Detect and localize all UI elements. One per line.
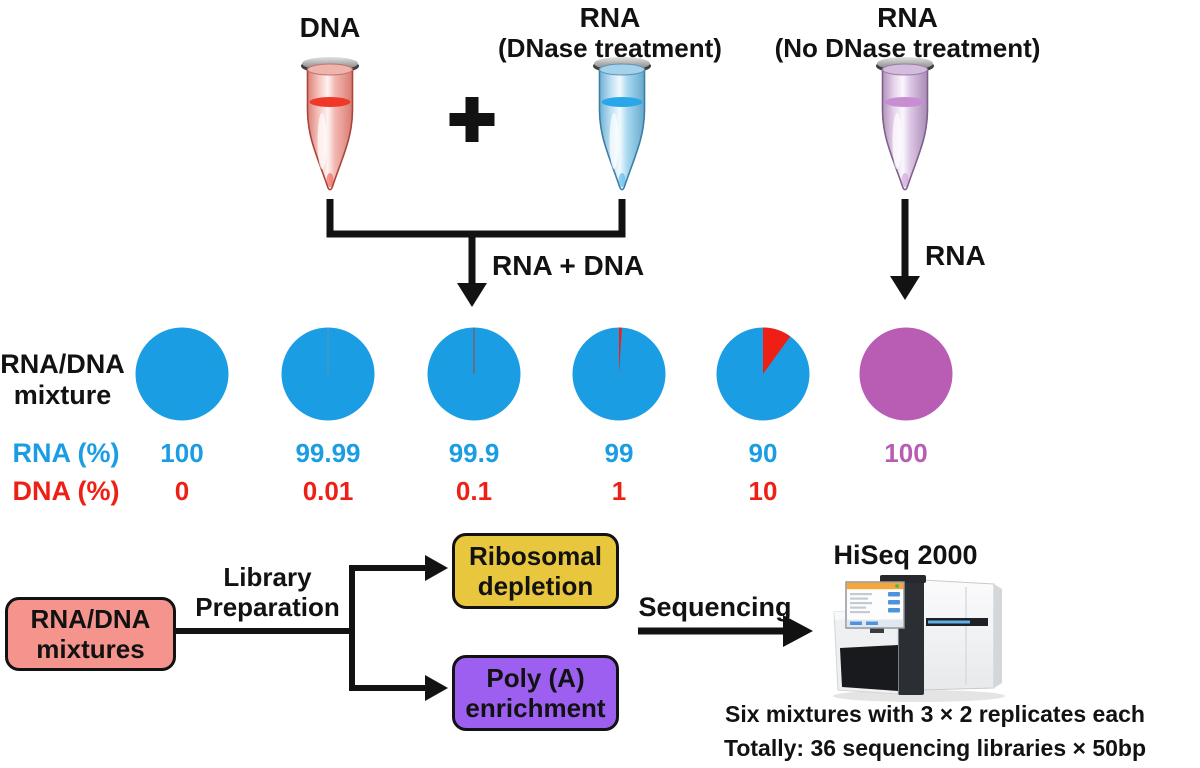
monitor-status-dot xyxy=(895,584,899,588)
tube-highlight xyxy=(609,113,619,169)
tube-tip-liquid xyxy=(901,173,909,187)
ribosomal-depletion-box: Ribosomal depletion xyxy=(452,533,619,609)
rna-percent-row-label: RNA (%) xyxy=(12,438,120,468)
mixture-row-title-line1: RNA/DNA xyxy=(0,349,125,379)
pie-rna-slice xyxy=(859,327,953,421)
tube-body xyxy=(306,68,354,191)
monitor-stand xyxy=(870,628,884,633)
rna-nodnase-label: RNA (No DNase treatment) xyxy=(770,2,1045,63)
rna-value-4: 99 xyxy=(604,438,634,468)
pie-chart-5 xyxy=(716,327,810,421)
merge-arrow-label: RNA + DNA xyxy=(492,250,645,281)
monitor-buttons xyxy=(888,592,900,613)
dna-value-2: 0.01 xyxy=(302,476,354,506)
machine-right-unit xyxy=(921,579,995,691)
mixtures-box: RNA/DNA mixtures xyxy=(5,597,176,671)
rna-nodnase-label-line1: RNA xyxy=(877,2,938,33)
monitor-taskbar-button-1 xyxy=(850,621,862,625)
polya-line2: enrichment xyxy=(465,693,606,723)
sequencer-name-label: HiSeq 2000 xyxy=(833,540,978,570)
rna-value-6: 100 xyxy=(884,438,928,468)
mixtures-box-line1: RNA/DNA xyxy=(30,604,151,634)
pie-chart-6 xyxy=(859,327,953,421)
monitor-text-lines xyxy=(850,593,872,614)
ribosomal-line2: depletion xyxy=(477,571,594,601)
rna-dnase-label-line1: RNA xyxy=(579,2,641,33)
tube-tip-liquid xyxy=(618,173,626,187)
tube-body xyxy=(881,68,929,191)
plus-icon xyxy=(449,97,495,142)
monitor-header-bar xyxy=(846,582,904,590)
tube-liquid-surface xyxy=(884,97,926,107)
sequencing-label: Sequencing xyxy=(638,592,792,622)
branch-arrow-ribosomal-icon xyxy=(349,555,448,581)
tube-liquid-surface xyxy=(309,97,351,107)
library-prep-line1: Library xyxy=(223,562,312,592)
summary-line1: Six mixtures with 3 × 2 replicates each xyxy=(725,701,1145,727)
dna-value-1: 0 xyxy=(174,476,190,506)
mixture-row-title: RNA/DNA mixture xyxy=(0,349,125,411)
merge-arrow-icon xyxy=(457,231,487,307)
machine-monitor xyxy=(845,581,905,633)
rna-arrow-icon xyxy=(890,199,920,300)
rna-arrow-label: RNA xyxy=(925,240,986,271)
dna-value-4: 1 xyxy=(611,476,627,506)
monitor-taskbar-button-2 xyxy=(866,621,878,625)
rna-dnase-label: RNA (DNase treatment) xyxy=(475,2,745,63)
tube-rim xyxy=(599,63,645,76)
pie-rna-slice xyxy=(135,327,229,421)
mixtures-box-line2: mixtures xyxy=(36,634,145,664)
rna-dnase-tube xyxy=(593,57,651,191)
ribosomal-line1: Ribosomal xyxy=(469,541,602,571)
polya-line1: Poly (A) xyxy=(486,663,585,693)
summary-text: Six mixtures with 3 × 2 replicates each … xyxy=(680,697,1190,765)
summary-line2: Totally: 36 sequencing libraries × 50bp xyxy=(723,735,1147,761)
tube-rim xyxy=(882,63,928,76)
polya-enrichment-box: Poly (A) enrichment xyxy=(452,655,619,731)
machine-right-edge xyxy=(994,584,1002,688)
machine-drawer xyxy=(840,645,898,691)
rna-value-5: 90 xyxy=(748,438,778,468)
branch-arrow-polya-icon xyxy=(349,675,448,701)
rna-value-1: 100 xyxy=(160,438,204,468)
pie-chart-1 xyxy=(135,327,229,421)
machine-top-lintel xyxy=(880,575,926,583)
tube-rim xyxy=(307,63,353,76)
dna-tube xyxy=(301,57,359,191)
pie-chart-3 xyxy=(427,327,521,421)
tube-highlight xyxy=(892,113,902,169)
dna-percent-row-label: DNA (%) xyxy=(12,476,120,506)
dna-tube-label: DNA xyxy=(299,12,361,43)
rna-value-3: 99.9 xyxy=(448,438,500,468)
pie-chart-2 xyxy=(281,327,375,421)
library-prep-line2: Preparation xyxy=(195,592,340,622)
tube-highlight xyxy=(317,113,327,169)
pie-dna-slice xyxy=(619,327,622,374)
pie-chart-4 xyxy=(572,327,666,421)
mixture-row-title-line2: mixture xyxy=(13,380,112,410)
merge-bracket xyxy=(326,199,626,238)
rna-nodnase-tube xyxy=(876,57,934,191)
library-prep-label: Library Preparation xyxy=(180,562,355,622)
rna-value-2: 99.99 xyxy=(295,438,361,468)
tube-body xyxy=(598,68,646,191)
machine-blue-led-strip xyxy=(928,620,970,624)
pie-dna-slice xyxy=(763,327,791,374)
tube-liquid-surface xyxy=(601,97,643,107)
dna-value-3: 0.1 xyxy=(455,476,493,506)
hiseq-machine xyxy=(833,575,1005,702)
dna-value-5: 10 xyxy=(748,476,778,506)
tube-tip-liquid xyxy=(326,173,334,187)
